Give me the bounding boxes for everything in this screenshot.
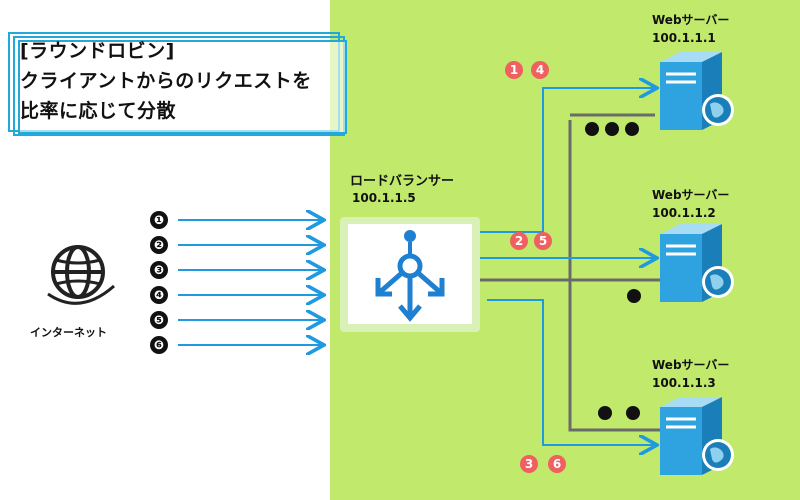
globe-icon bbox=[47, 245, 115, 305]
load-balancer-icon bbox=[375, 230, 445, 322]
title-line-2: クライアントからのリクエストを bbox=[20, 70, 312, 92]
gray-line-server1 bbox=[568, 120, 660, 432]
server-icon bbox=[660, 397, 734, 475]
load-balancer-name: ロードバランサー bbox=[350, 174, 455, 189]
server-1-ip: 100.1.1.1 bbox=[652, 31, 716, 45]
server-1-pending-dot bbox=[605, 122, 619, 136]
server-2-ip: 100.1.1.2 bbox=[652, 206, 716, 220]
server-icon bbox=[660, 52, 734, 130]
request-number-6: ❻ bbox=[150, 336, 168, 354]
internet-label: インターネット bbox=[30, 326, 107, 339]
request-number-1: ❶ bbox=[150, 211, 168, 229]
server-icon bbox=[660, 224, 734, 302]
server-1-pending-dot bbox=[585, 122, 599, 136]
blue-arrow-server1 bbox=[475, 88, 655, 233]
blue-arrow-server3 bbox=[487, 299, 655, 445]
server-3-badge-2: 6 bbox=[548, 455, 566, 473]
server-3-badge-1: 3 bbox=[520, 455, 538, 473]
request-number-3: ❸ bbox=[150, 261, 168, 279]
title-line-1: [ラウンドロビン] bbox=[20, 40, 175, 62]
server-3-name: Webサーバー bbox=[652, 358, 730, 372]
server-1-pending-dot bbox=[625, 122, 639, 136]
server-3-pending-dot bbox=[626, 406, 640, 420]
request-number-2: ❷ bbox=[150, 236, 168, 254]
request-number-5: ❺ bbox=[150, 311, 168, 329]
server-1-badge-2: 4 bbox=[531, 61, 549, 79]
server-3-ip: 100.1.1.3 bbox=[652, 376, 716, 390]
server-1-name: Webサーバー bbox=[652, 13, 730, 27]
server-2-badge-1: 2 bbox=[510, 232, 528, 250]
server-3-pending-dot bbox=[598, 406, 612, 420]
request-arrows bbox=[178, 220, 322, 345]
title-line-3: 比率に応じて分散 bbox=[20, 100, 177, 122]
title-box bbox=[8, 32, 347, 136]
request-number-4: ❹ bbox=[150, 286, 168, 304]
server-2-name: Webサーバー bbox=[652, 188, 730, 202]
server-2-badge-2: 5 bbox=[534, 232, 552, 250]
server-2-pending-dot bbox=[627, 289, 641, 303]
load-balancer-ip: 100.1.1.5 bbox=[352, 191, 416, 205]
server-1-badge-1: 1 bbox=[505, 61, 523, 79]
title-text: [ラウンドロビン] クライアントからのリクエストを 比率に応じて分散 bbox=[20, 36, 312, 126]
